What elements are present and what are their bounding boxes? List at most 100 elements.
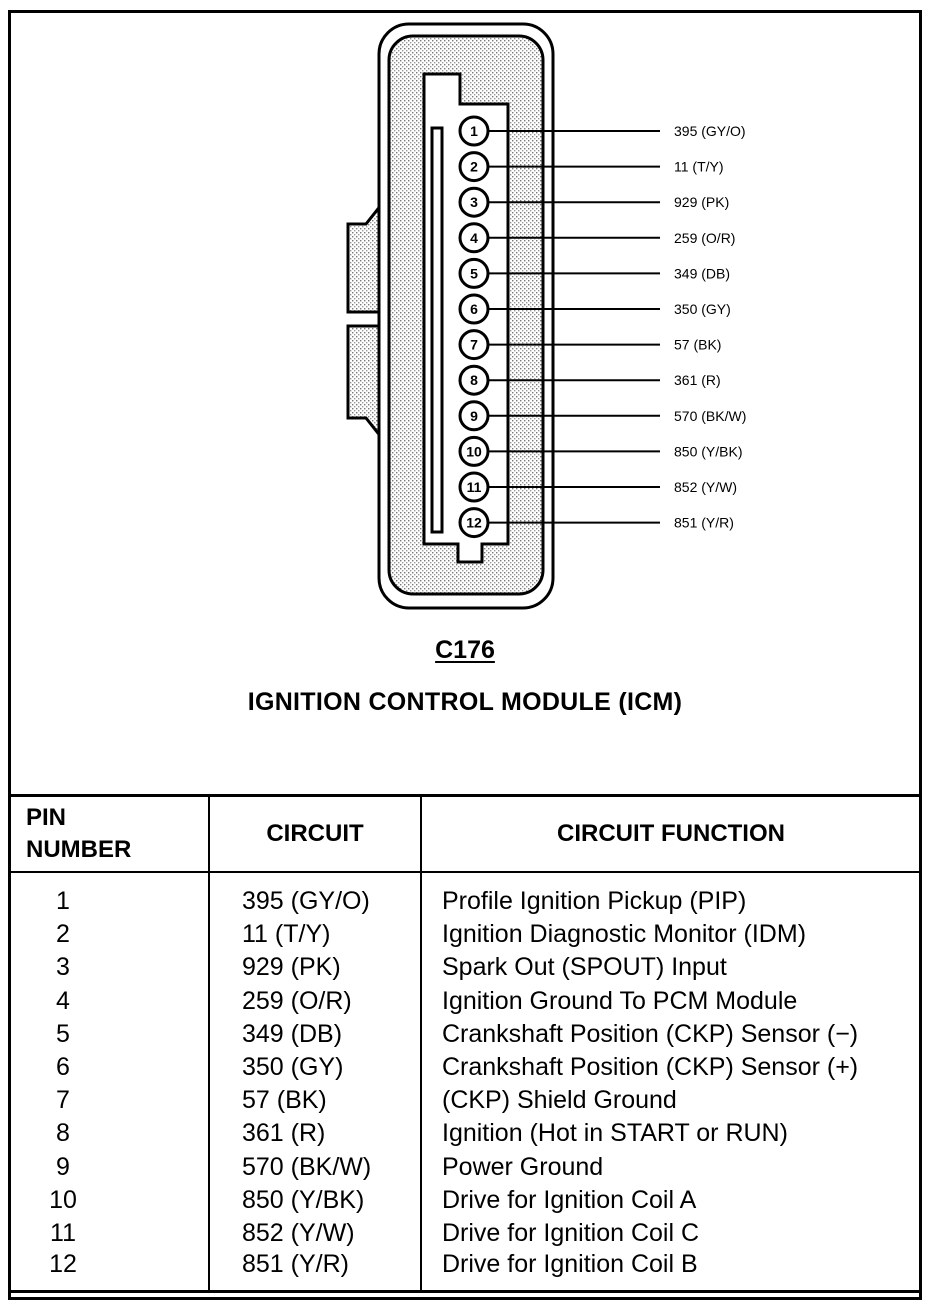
pin-number-cell: 2 — [8, 918, 210, 952]
pin-number-label: 1 — [470, 123, 478, 139]
circuit-cell: 570 (BK/W) — [208, 1150, 422, 1184]
circuit-cell: 852 (Y/W) — [208, 1216, 422, 1251]
circuit-cell: 11 (T/Y) — [208, 918, 422, 952]
pin-number-cell: 12 — [8, 1250, 210, 1294]
pin-number-cell: 3 — [8, 951, 210, 985]
pin-6-group: 6 350 (GY) — [458, 293, 731, 325]
pin-circle — [458, 400, 490, 432]
pin-number-label: 5 — [470, 265, 478, 281]
pin-circuit-label: 11 (T/Y) — [674, 159, 724, 175]
pin-12-group: 12 851 (Y/R) — [458, 507, 734, 539]
function-cell: Ignition Diagnostic Monitor (IDM) — [420, 918, 922, 952]
pin-circuit-label: 851 (Y/R) — [674, 515, 734, 531]
pin-number-label: 12 — [466, 515, 482, 531]
pin-1-group: 1 395 (GY/O) — [458, 115, 746, 147]
function-cell: Crankshaft Position (CKP) Sensor (−) — [420, 1017, 922, 1051]
pin-number-label: 8 — [470, 372, 478, 388]
circuit-cell: 850 (Y/BK) — [208, 1183, 422, 1217]
circuit-cell: 361 (R) — [208, 1117, 422, 1151]
function-cell: (CKP) Shield Ground — [420, 1084, 922, 1118]
pin-number-cell: 7 — [8, 1084, 210, 1118]
function-cell: Drive for Ignition Coil A — [420, 1183, 922, 1217]
circuit-function-header: CIRCUIT FUNCTION — [420, 794, 922, 873]
connector-id: C176 — [8, 636, 922, 665]
pin-circle — [458, 151, 490, 183]
pin-circle — [458, 222, 490, 254]
connector-id-text: C176 — [435, 636, 495, 664]
pin-circle — [458, 257, 490, 289]
pin-number-label: 4 — [470, 230, 478, 246]
pin-number-cell: 4 — [8, 984, 210, 1018]
circuit-cell: 259 (O/R) — [208, 984, 422, 1018]
pin-header-line2: NUMBER — [26, 836, 132, 863]
pin-number-cell: 1 — [8, 872, 210, 919]
circuit-header: CIRCUIT — [208, 794, 422, 873]
pin-circle — [458, 329, 490, 361]
pin-number-label: 11 — [467, 479, 482, 495]
diagram-frame — [8, 10, 922, 1300]
pin-circuit-label: 349 (DB) — [674, 265, 730, 281]
pin-circle — [458, 186, 490, 218]
pin-number-label: 7 — [470, 337, 478, 353]
pin-circle — [458, 435, 490, 467]
function-cell: Spark Out (SPOUT) Input — [420, 951, 922, 985]
pin-circuit-label: 350 (GY) — [674, 301, 731, 317]
circuit-cell: 350 (GY) — [208, 1050, 422, 1085]
table-header-row: PIN NUMBER CIRCUIT CIRCUIT FUNCTION — [8, 794, 922, 873]
pin-circuit-label: 57 (BK) — [674, 337, 721, 353]
circuit-cell: 57 (BK) — [208, 1084, 422, 1118]
pin-header-line1: PIN — [26, 804, 67, 831]
pin-number-cell: 9 — [8, 1150, 210, 1184]
pin-number-label: 6 — [470, 301, 478, 317]
function-cell: Power Ground — [420, 1150, 922, 1184]
function-cell: Drive for Ignition Coil B — [420, 1250, 922, 1294]
pin-2-group: 2 11 (T/Y) — [458, 151, 724, 183]
function-cell: Profile Ignition Pickup (PIP) — [420, 872, 922, 919]
pin-5-group: 5 349 (DB) — [458, 257, 730, 289]
pin-circle — [458, 471, 490, 503]
circuit-cell: 929 (PK) — [208, 951, 422, 985]
pin-number-cell: 11 — [8, 1216, 210, 1251]
circuit-cell: 851 (Y/R) — [208, 1250, 422, 1294]
pin-circuit-label: 850 (Y/BK) — [674, 443, 742, 459]
pin-number-cell: 6 — [8, 1050, 210, 1085]
pin-circuit-label: 259 (O/R) — [674, 230, 735, 246]
function-cell: Ignition Ground To PCM Module — [420, 984, 922, 1018]
function-cell: Drive for Ignition Coil C — [420, 1216, 922, 1251]
circuit-cell: 395 (GY/O) — [208, 872, 422, 919]
pin-number-header: PIN NUMBER — [8, 794, 210, 873]
function-cell: Ignition (Hot in START or RUN) — [420, 1117, 922, 1151]
pin-number-cell: 8 — [8, 1117, 210, 1151]
pin-number-label: 3 — [470, 194, 478, 210]
pin-circle — [458, 293, 490, 325]
pin-4-group: 4 259 (O/R) — [458, 222, 735, 254]
pin-circle — [458, 364, 490, 396]
pin-number-cell: 5 — [8, 1017, 210, 1051]
pin-circle — [458, 507, 490, 539]
pin-circuit-label: 570 (BK/W) — [674, 408, 746, 424]
pin-9-group: 9 570 (BK/W) — [458, 400, 746, 432]
pin-11-group: 11 852 (Y/W) — [458, 471, 737, 503]
pin-circuit-label: 395 (GY/O) — [674, 123, 746, 139]
keying-slot — [430, 126, 444, 534]
pin-number-label: 9 — [470, 408, 478, 424]
pin-circuit-label: 852 (Y/W) — [674, 479, 737, 495]
pin-number-cell: 10 — [8, 1183, 210, 1217]
pin-number-label: 2 — [470, 159, 478, 175]
